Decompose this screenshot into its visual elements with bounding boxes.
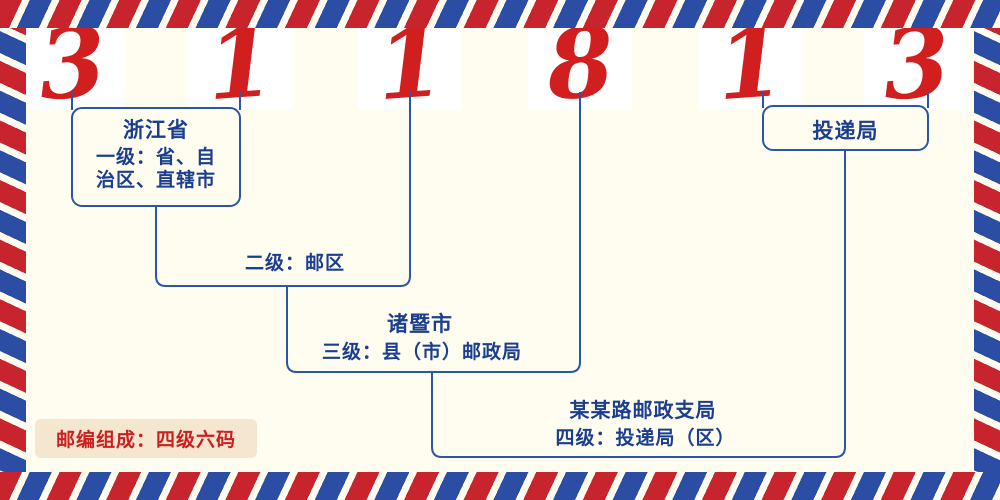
postal-code-note: 邮编组成：四级六码 — [55, 430, 236, 451]
level3-desc: 三级：县（市）邮政局 — [321, 342, 522, 363]
postal-digit-box: 1 — [358, 4, 462, 123]
postal-digit-box: 3 — [20, 4, 124, 123]
postal-digit: 3 — [34, 4, 110, 123]
level1-desc-line1: 一级：省、自 — [95, 147, 216, 168]
postal-digit: 1 — [712, 4, 788, 123]
branch-label: 某某路邮政支局 — [569, 400, 717, 422]
postal-digit-box: 8 — [528, 4, 632, 123]
city-label: 诸暨市 — [387, 313, 453, 336]
postal-digit: 3 — [878, 4, 954, 123]
level1-desc: 一级：省、自 治区、直辖市 — [60, 146, 252, 192]
postal-digit-box: 1 — [188, 4, 292, 123]
postal-digit: 1 — [202, 4, 278, 123]
note-badge: 邮编组成：四级六码 — [35, 419, 257, 458]
postal-digit-box: 3 — [864, 4, 968, 123]
airmail-border-right — [974, 0, 1000, 500]
airmail-border-left — [0, 0, 26, 500]
delivery-office-label: 投递局 — [812, 120, 879, 143]
airmail-border-top — [0, 0, 1000, 28]
airmail-border-bottom — [0, 472, 1000, 500]
postal-digit: 8 — [542, 4, 618, 123]
province-label: 浙江省 — [123, 119, 189, 142]
level2-desc: 二级：邮区 — [244, 253, 345, 274]
postal-digit: 1 — [372, 4, 448, 123]
level1-desc-line2: 治区、直辖市 — [95, 170, 216, 191]
postal-digit-box: 1 — [698, 4, 802, 123]
level4-desc: 四级：投递局（区） — [555, 428, 736, 449]
